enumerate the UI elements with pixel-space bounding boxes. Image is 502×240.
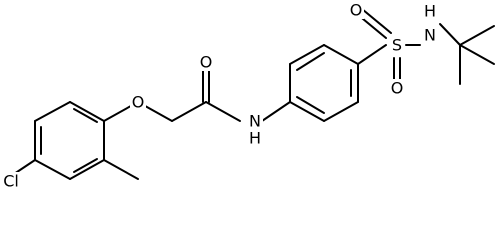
atom-label-background xyxy=(389,36,405,54)
atom-label-background xyxy=(247,112,263,130)
atom-label-background xyxy=(348,1,364,19)
sulfonyl-oxygen-label: O xyxy=(391,79,404,98)
atom-labels: Cl O O N H S O O N H xyxy=(0,1,438,191)
ether-oxygen-label: O xyxy=(132,93,145,112)
sulfonyl-oxygen-label: O xyxy=(350,1,363,20)
atom-cl: Cl xyxy=(0,172,22,191)
carbonyl-oxygen-label: O xyxy=(200,53,213,72)
bond xyxy=(171,101,207,122)
atom-o-ether: O xyxy=(130,93,146,112)
bond xyxy=(205,101,241,122)
atom-label-background xyxy=(0,172,22,190)
amide-hydrogen-label: H xyxy=(249,129,261,148)
bond xyxy=(459,25,495,46)
atom-label-background xyxy=(198,53,214,71)
sulfonamide-hydrogen-label: H xyxy=(424,2,436,21)
bond xyxy=(296,52,325,71)
bond xyxy=(357,44,387,65)
bond xyxy=(73,158,98,173)
molecule-structure-diagram: Cl O O N H S O O N H xyxy=(0,0,495,191)
bond xyxy=(69,101,105,122)
atom-o-sulfonyl-bottom: O xyxy=(389,79,405,98)
bond xyxy=(361,8,392,34)
bond xyxy=(34,101,71,122)
atom-label-background xyxy=(130,93,146,111)
atom-o-sulfonyl-left: O xyxy=(348,1,364,20)
amide-nitrogen-label: N xyxy=(249,112,261,131)
atom-n-amide: N H xyxy=(247,112,263,148)
bond xyxy=(289,101,325,122)
atom-s-sulfonyl: S xyxy=(389,36,405,55)
atom-n-sulfonamide: N H xyxy=(422,2,438,45)
bond xyxy=(289,44,325,65)
atom-label-background xyxy=(389,79,405,97)
atom-o-carbonyl: O xyxy=(198,53,214,72)
sulfur-label: S xyxy=(392,36,402,55)
bond xyxy=(69,159,105,180)
bond xyxy=(296,96,325,114)
bond xyxy=(439,23,461,46)
bond xyxy=(34,159,71,180)
bond xyxy=(103,159,139,180)
bond xyxy=(261,101,291,122)
bond xyxy=(323,101,359,122)
bond xyxy=(13,159,36,175)
bond xyxy=(459,44,495,65)
atom-label-background xyxy=(422,26,438,44)
chlorine-label: Cl xyxy=(3,172,19,191)
bond xyxy=(73,108,98,123)
bond xyxy=(323,44,359,65)
sulfonamide-nitrogen-label: N xyxy=(424,26,436,45)
